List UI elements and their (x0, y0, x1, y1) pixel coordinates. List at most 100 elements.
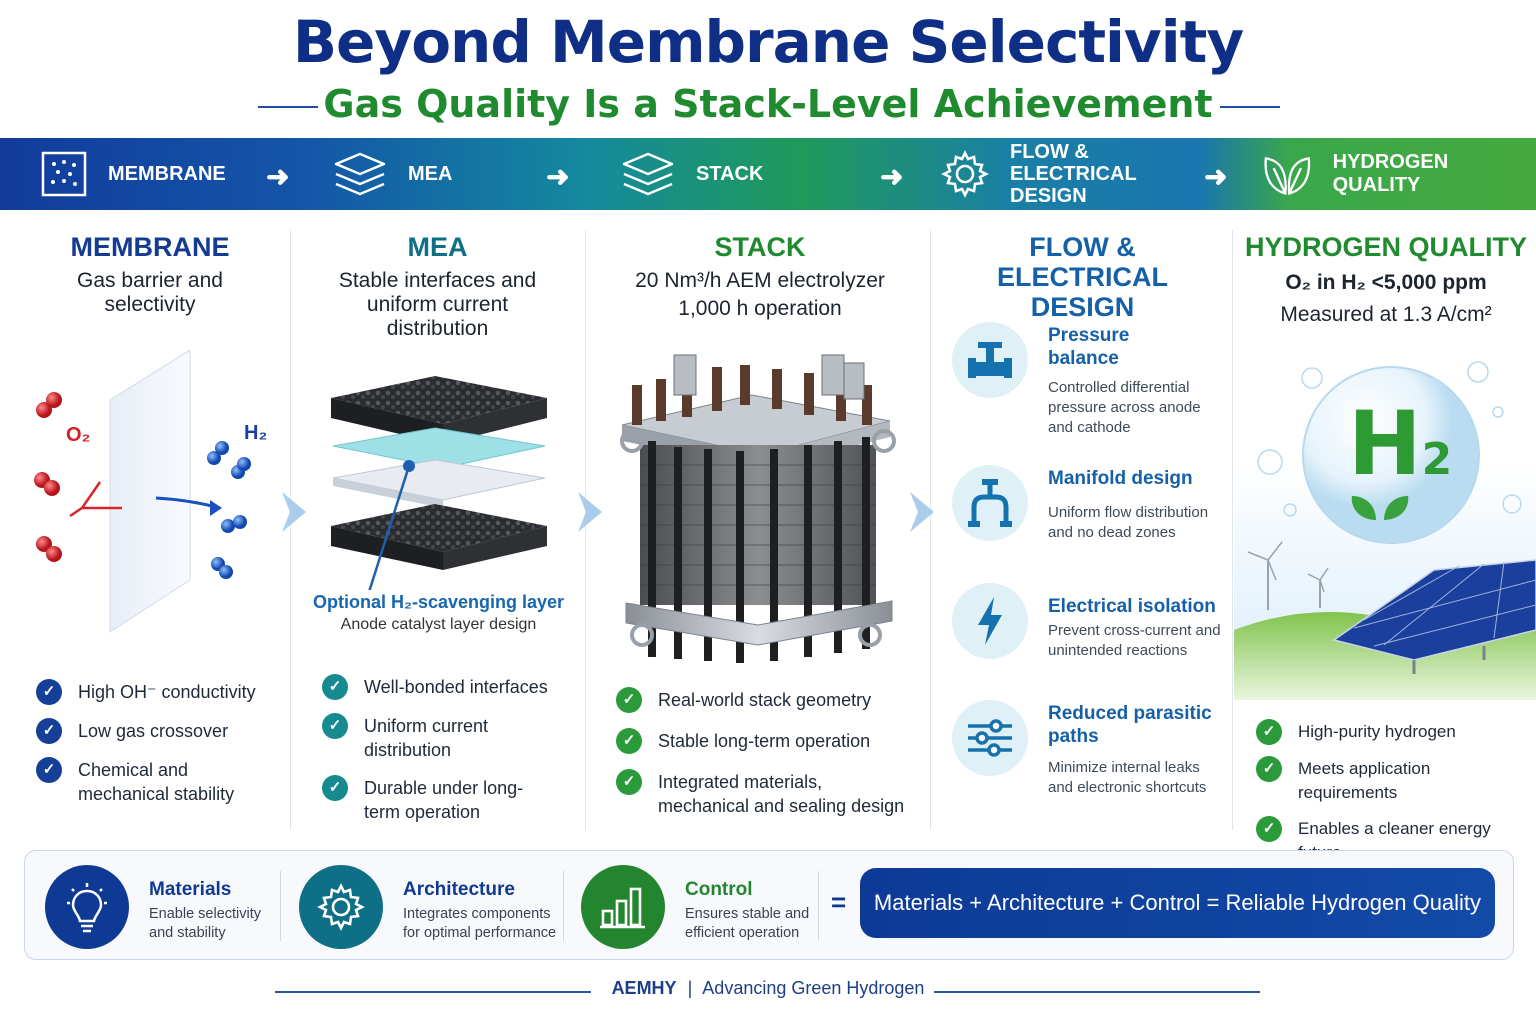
subtitle-line-left (258, 106, 318, 108)
chevron-right-icon (910, 492, 934, 532)
pillar-divider (563, 871, 564, 941)
layers-icon (622, 152, 674, 196)
layers-icon (334, 152, 386, 196)
subtitle-row: Gas Quality Is a Stack-Level Achievement (0, 82, 1536, 128)
banner-item-stack: STACK (620, 138, 763, 210)
banner-label-membrane: MEMBRANE (108, 162, 226, 185)
check-icon: ✓ (1256, 719, 1282, 745)
list-item: ✓Uniform current distribution (322, 713, 562, 762)
membrane-checklist: ✓High OH⁻ conductivity ✓Low gas crossove… (36, 679, 276, 806)
pillar-circle (45, 865, 129, 949)
leaf-icon (1264, 157, 1311, 195)
footer-line-left (275, 991, 591, 993)
process-banner: MEMBRANE ➜ MEA ➜ STACK ➜ FLOW & ELECTRIC… (0, 138, 1536, 210)
stack-subtitle-1: 20 Nm³/h AEM electrolyzer (635, 269, 885, 292)
h2-bubble-illustration (1302, 366, 1480, 544)
bar-chart-icon (600, 887, 645, 929)
column-divider (290, 230, 291, 830)
footer-separator: | (687, 978, 693, 998)
check-icon: ✓ (616, 769, 642, 795)
page-title: Beyond Membrane Selectivity (292, 8, 1244, 76)
check-icon: ✓ (1256, 816, 1282, 842)
chevron-right-icon (578, 492, 602, 532)
list-item: ✓Chemical and mechanical stability (36, 757, 276, 806)
list-item: ✓High OH⁻ conductivity (36, 679, 276, 705)
banner-item-membrane: MEMBRANE (40, 138, 226, 210)
column-divider (930, 230, 931, 830)
banner-label-mea: MEA (408, 162, 453, 185)
footer-brand: AEMHY (611, 978, 677, 998)
membrane-subtitle: Gas barrier and selectivity (77, 269, 223, 316)
stack-title: STACK (714, 232, 806, 262)
banner-item-mea: MEA (332, 138, 452, 210)
mea-column: MEA Stable interfaces and uniform curren… (295, 222, 580, 832)
pillar-divider (818, 871, 819, 941)
check-icon: ✓ (322, 775, 348, 801)
gear-icon (317, 883, 365, 931)
column-divider (585, 230, 586, 830)
flow-icon-circle (952, 465, 1028, 541)
oxygen-limit-metric: O₂ in H₂ <5,000 ppm (1285, 271, 1487, 294)
hydrogen-checklist: ✓High-purity hydrogen ✓Meets application… (1256, 719, 1531, 865)
mea-layers-illustration (331, 376, 547, 590)
list-item: ✓Stable long-term operation (616, 728, 916, 754)
list-item: ✓Enables a cleaner energy future (1256, 816, 1531, 865)
sliders-icon (968, 719, 1012, 757)
summary-equation: Materials + Architecture + Control = Rel… (860, 868, 1495, 938)
check-icon: ✓ (322, 674, 348, 700)
flow-item-pressure: Pressure balance Controlled differential… (950, 322, 1220, 436)
banner-arrow-4: ➜ (1204, 161, 1228, 192)
flow-title: FLOW & ELECTRICAL DESIGN (997, 232, 1168, 322)
stack-subtitle-2: 1,000 h operation (678, 297, 842, 320)
check-icon: ✓ (616, 728, 642, 754)
banner-arrow-2: ➜ (546, 161, 570, 192)
electrolyzer-stack-illustration (620, 354, 896, 663)
banner-label-flow: FLOW & ELECTRICAL DESIGN (1010, 141, 1137, 207)
mea-checklist: ✓Well-bonded interfaces ✓Uniform current… (322, 674, 562, 824)
banner-item-hydrogen: HYDROGEN QUALITY (1262, 138, 1536, 210)
chevron-right-icon (282, 492, 306, 532)
stack-checklist: ✓Real-world stack geometry ✓Stable long-… (616, 687, 916, 818)
footer-line-right (934, 991, 1260, 993)
pipe-icon (968, 479, 1012, 527)
list-item: ✓Integrated materials, mechanical and se… (616, 769, 916, 818)
list-item: ✓Real-world stack geometry (616, 687, 916, 713)
stack-column: STACK 20 Nm³/h AEM electrolyzer 1,000 h … (590, 222, 930, 832)
hydrogen-title: HYDROGEN QUALITY (1244, 232, 1527, 262)
check-icon: ✓ (616, 687, 642, 713)
flow-icon-circle (952, 583, 1028, 659)
mea-title: MEA (407, 232, 468, 262)
column-divider (1232, 230, 1233, 830)
list-item: ✓Durable under long-term operation (322, 775, 562, 824)
check-icon: ✓ (36, 679, 62, 705)
list-item: ✓High-purity hydrogen (1256, 719, 1531, 745)
h2-label: H₂ (244, 422, 268, 444)
scavenging-layer-sublabel: Anode catalyst layer design (340, 616, 537, 633)
check-icon: ✓ (1256, 756, 1282, 782)
bubbles-decoration (1257, 361, 1522, 517)
o2-label: O₂ (66, 424, 91, 446)
check-icon: ✓ (322, 713, 348, 739)
list-item: ✓Well-bonded interfaces (322, 674, 562, 700)
membrane-column: MEMBRANE Gas barrier and selectivity (10, 222, 290, 832)
list-item: ✓Meets application requirements (1256, 756, 1531, 805)
flow-column: FLOW & ELECTRICAL DESIGN (935, 222, 1230, 832)
list-item: ✓Low gas crossover (36, 718, 276, 744)
lightbulb-icon (67, 883, 107, 933)
flow-icon-circle (952, 322, 1028, 398)
footer-tagline: Advancing Green Hydrogen (702, 978, 925, 998)
scavenging-layer-label: Optional H₂-scavenging layer (312, 592, 565, 612)
membrane-illustration (34, 349, 251, 633)
membrane-title: MEMBRANE (70, 232, 230, 262)
pillar-divider (280, 871, 281, 941)
pillar-circle (299, 865, 383, 949)
flow-icon-circle (952, 700, 1028, 776)
banner-arrow-1: ➜ (266, 161, 290, 192)
gear-icon (941, 150, 989, 198)
footer: AEMHY | Advancing Green Hydrogen (0, 978, 1536, 999)
lightning-icon (978, 597, 1002, 645)
